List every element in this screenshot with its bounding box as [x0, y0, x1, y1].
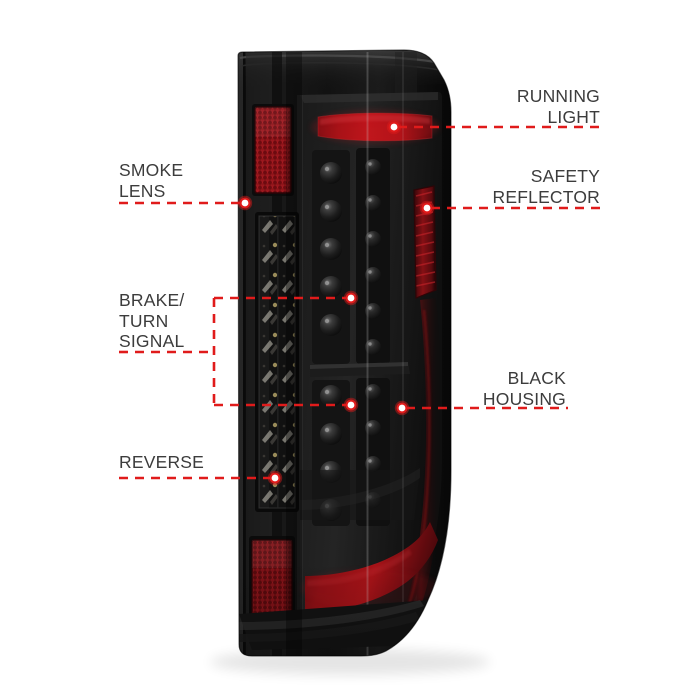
- callout-label-reverse: REVERSE: [119, 452, 205, 472]
- black-housing-shell: [237, 49, 452, 657]
- red-safety-reflector-upper: [252, 104, 294, 196]
- callout-label-running-light: RUNNING LIGHT: [516, 86, 600, 127]
- red-running-light-bar: [311, 110, 439, 144]
- callout-label-black-housing: BLACK HOUSING: [482, 368, 566, 409]
- callout-label-smoke-lens: SMOKE LENS: [119, 160, 184, 201]
- reverse-led-strip: [255, 212, 299, 512]
- callout-label-brake-turn-signal: BRAKE/ TURN SIGNAL: [119, 290, 185, 351]
- callout-label-safety-reflector: SAFETY REFLECTOR: [492, 166, 600, 207]
- angled-red-edge-reflector: [413, 185, 437, 299]
